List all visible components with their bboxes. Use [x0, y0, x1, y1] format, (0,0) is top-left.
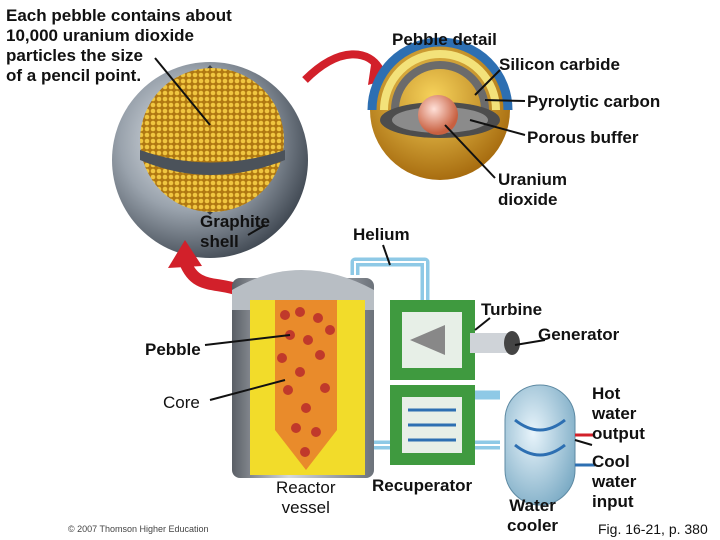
label-turbine: Turbine — [481, 300, 543, 319]
label-reactor-vessel: Reactor vessel — [276, 478, 336, 517]
label-hot-water-output: Hot water output — [592, 384, 645, 443]
label-pyrolytic-carbon: Pyrolytic carbon — [527, 92, 661, 111]
label-cool-water-input: Cool water input — [592, 452, 637, 511]
copyright-notice: © 2007 Thomson Higher Education — [68, 524, 209, 534]
label-pebble-contains: Each pebble contains about 10,000 uraniu… — [6, 6, 232, 85]
label-generator: Generator — [538, 325, 620, 344]
recuperator-box — [390, 385, 475, 465]
label-pebble-detail: Pebble detail — [392, 30, 497, 49]
label-core: Core — [163, 393, 200, 412]
label-recuperator: Recuperator — [372, 476, 473, 495]
label-silicon-carbide: Silicon carbide — [499, 55, 620, 74]
label-uranium-dioxide: Uranium dioxide — [498, 170, 567, 209]
label-pebble: Pebble — [145, 340, 201, 359]
label-figure-ref: Fig. 16-21, p. 380 — [598, 521, 708, 537]
label-graphite-shell: Graphite shell — [200, 212, 270, 251]
pebble-cutaway — [112, 62, 308, 258]
water-cooler — [504, 384, 595, 506]
pebble-detail-sphere — [367, 37, 513, 180]
label-porous-buffer: Porous buffer — [527, 128, 639, 147]
label-water-cooler: Water cooler — [507, 496, 559, 535]
turbine-box — [390, 300, 520, 380]
reactor-vessel — [232, 270, 374, 478]
label-helium: Helium — [353, 225, 410, 244]
